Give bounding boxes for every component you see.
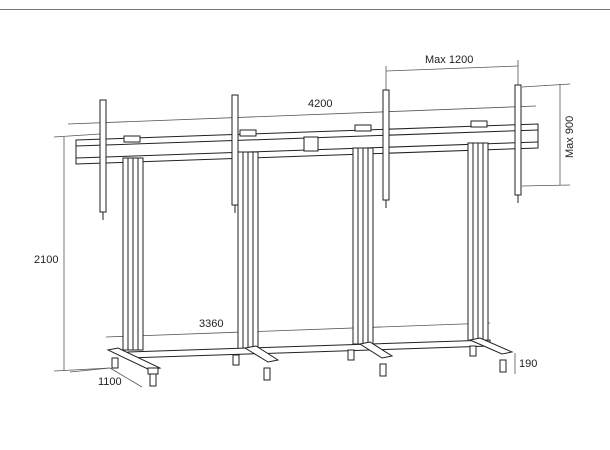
upright-2 [237, 129, 259, 351]
upright-4 [467, 120, 489, 344]
dim-max-1200: Max 1200 [425, 54, 474, 66]
top-divider [0, 9, 610, 10]
dim-max-900: Max 900 [564, 115, 576, 158]
dim-190: 190 [519, 358, 538, 370]
dim-3360: 3360 [199, 318, 224, 330]
uprights [122, 120, 489, 351]
dim-1100: 1100 [98, 376, 122, 388]
dim-4200: 4200 [308, 98, 333, 110]
vesa-arms [99, 84, 522, 220]
dim-2100: 2100 [34, 254, 59, 266]
dimension-lines [53, 60, 571, 388]
upright-1 [122, 135, 144, 351]
base [106, 337, 514, 387]
upright-3 [352, 124, 374, 345]
